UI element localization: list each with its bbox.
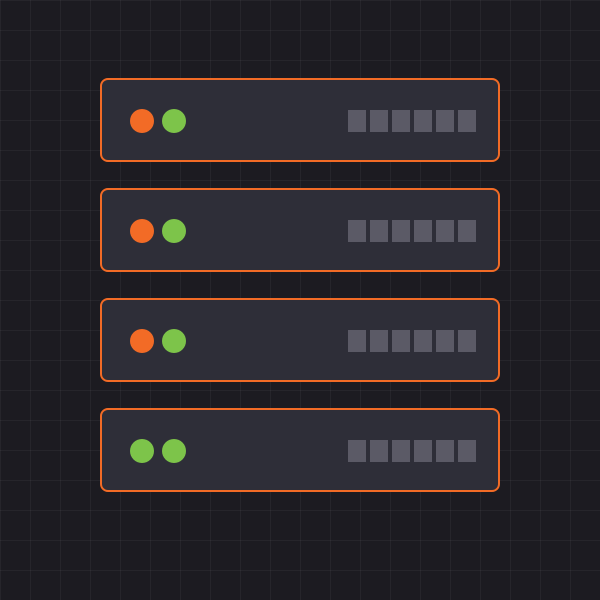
- drive-bays: [348, 330, 476, 352]
- drive-bay-icon: [392, 440, 410, 462]
- drive-bay-icon: [392, 330, 410, 352]
- status-ok-light-icon: [162, 109, 186, 133]
- drive-bay-icon: [414, 330, 432, 352]
- drive-bay-icon: [436, 110, 454, 132]
- drive-bay-icon: [392, 220, 410, 242]
- drive-bay-icon: [348, 220, 366, 242]
- drive-bay-icon: [370, 440, 388, 462]
- drive-bays: [348, 440, 476, 462]
- status-alert-light-icon: [130, 109, 154, 133]
- drive-bay-icon: [348, 330, 366, 352]
- drive-bay-icon: [458, 440, 476, 462]
- drive-bay-icon: [348, 110, 366, 132]
- status-ok-light-icon: [130, 439, 154, 463]
- drive-bay-icon: [348, 440, 366, 462]
- drive-bay-icon: [458, 220, 476, 242]
- server-unit: [100, 408, 500, 492]
- server-unit: [100, 298, 500, 382]
- status-ok-light-icon: [162, 439, 186, 463]
- drive-bay-icon: [370, 330, 388, 352]
- drive-bay-icon: [414, 220, 432, 242]
- drive-bay-icon: [436, 330, 454, 352]
- drive-bay-icon: [458, 110, 476, 132]
- drive-bay-icon: [436, 440, 454, 462]
- drive-bays: [348, 220, 476, 242]
- status-ok-light-icon: [162, 329, 186, 353]
- drive-bay-icon: [370, 220, 388, 242]
- drive-bays: [348, 110, 476, 132]
- server-unit: [100, 78, 500, 162]
- drive-bay-icon: [436, 220, 454, 242]
- drive-bay-icon: [392, 110, 410, 132]
- server-rack: [100, 78, 500, 492]
- drive-bay-icon: [370, 110, 388, 132]
- status-alert-light-icon: [130, 219, 154, 243]
- status-ok-light-icon: [162, 219, 186, 243]
- drive-bay-icon: [458, 330, 476, 352]
- status-alert-light-icon: [130, 329, 154, 353]
- server-unit: [100, 188, 500, 272]
- drive-bay-icon: [414, 110, 432, 132]
- drive-bay-icon: [414, 440, 432, 462]
